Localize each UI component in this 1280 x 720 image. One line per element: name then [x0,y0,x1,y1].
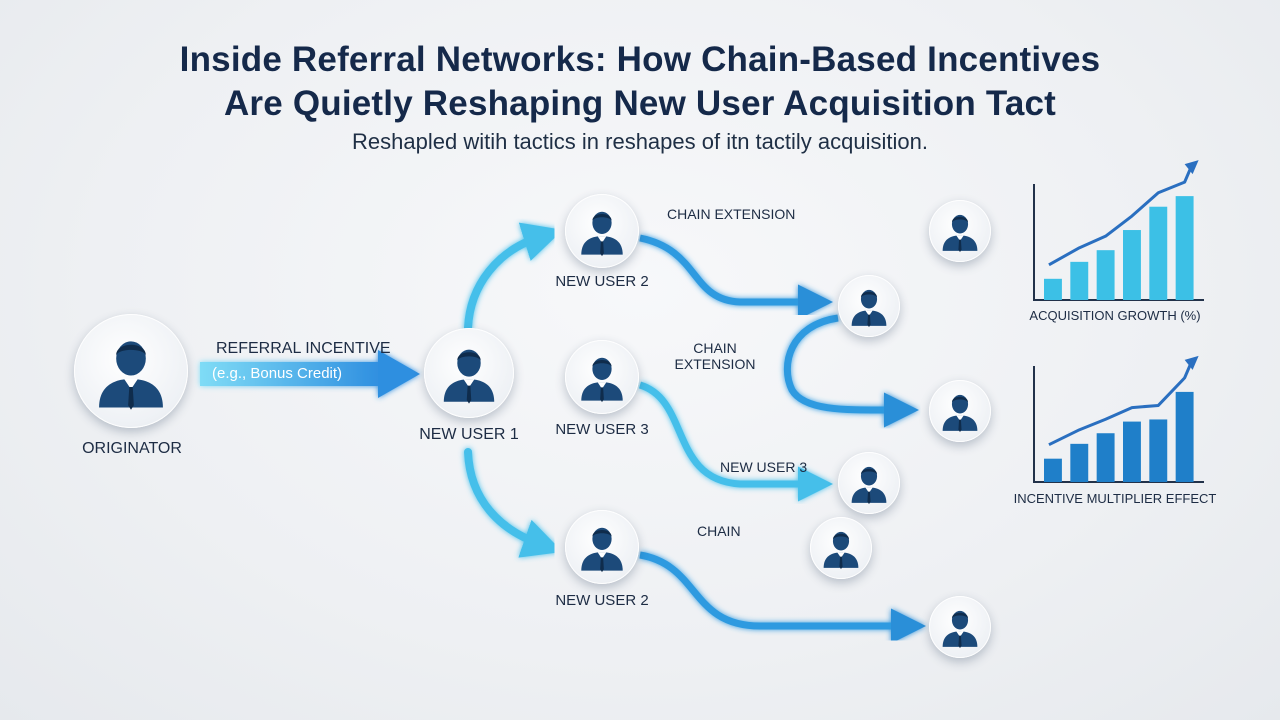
arrow-user2b-to-node-f [639,551,926,644]
new-user-2-bottom-label: NEW USER 2 [555,592,649,609]
person-icon [942,214,978,253]
person-icon [851,466,887,505]
new-user-2-top-label: NEW USER 2 [555,273,649,290]
arrow-loop-to-node-c [783,314,919,428]
chain-node-f [929,596,991,658]
person-icon [581,211,623,257]
chart-1-title: ACQUISITION GROWTH (%) [1029,308,1201,323]
chart-bar [1044,458,1062,482]
person-icon [581,527,623,573]
chart-bar [1070,443,1089,482]
page-subtitle: Reshapled witih tactics in reshapes of i… [352,129,928,154]
new-user-2-top-node [565,194,639,268]
chart-bar [1070,261,1089,300]
chart-trend-arrowhead [1184,355,1199,370]
bonus-credit-label: (e.g., Bonus Credit) [212,365,343,382]
person-icon [942,610,978,649]
person-icon [443,349,495,404]
new-user-3-node [565,340,639,414]
chain-mid-line-1: CHAIN [693,340,737,356]
new-user-1-label: NEW USER 1 [419,426,519,443]
originator-node [74,314,188,428]
chain-node-a [929,200,991,262]
arrow-user1-to-user2-bottom [464,448,563,558]
arrow-user3-to-node-d [638,381,833,502]
person-icon [942,394,978,433]
person-icon [823,531,859,570]
chart-2-title: INCENTIVE MULTIPLIER EFFECT [1013,491,1217,506]
page-title: Inside Referral Networks: How Chain-Base… [0,38,1280,126]
chart-trend-line [1048,167,1192,267]
chart-1 [1033,160,1204,301]
arrow-user1-to-user2-top [464,222,563,332]
chart-bar [1123,230,1141,300]
new-user-3-label: NEW USER 3 [555,421,649,438]
arrow-user2-to-node-b [639,234,833,320]
chart-trend-line [1048,363,1192,447]
person-icon [99,341,163,410]
originator-label: ORIGINATOR [82,440,182,457]
chain-node-d [838,452,900,514]
chain-node-e [810,517,872,579]
chain-node-b [838,275,900,337]
new-user-3-arrow-label: NEW USER 3 [720,459,808,475]
chart-bar [1123,421,1141,482]
title-line-1: Inside Referral Networks: How Chain-Base… [179,40,1101,79]
chart-trend-arrowhead [1184,160,1199,175]
chart-bar [1149,206,1168,300]
referral-incentive-label: REFERRAL INCENTIVE [216,340,391,357]
chart-2 [1033,355,1204,483]
chart-bar [1175,196,1194,300]
chain-extension-top-label: CHAIN EXTENSION [667,206,796,222]
chain-node-c [929,380,991,442]
new-user-2-bottom-node [565,510,639,584]
chart-bar [1175,391,1194,482]
chart-bar [1044,278,1062,300]
person-icon [851,289,887,328]
chart-bar [1096,250,1115,300]
chain-extension-mid-label: CHAIN EXTENSION [655,340,775,372]
new-user-1-node [424,328,514,418]
chain-mid-line-2: EXTENSION [674,356,756,372]
referral-incentive-arrow [200,350,420,398]
person-icon [581,357,623,403]
chart-bar [1149,419,1168,482]
chain-bottom-label: CHAIN [697,523,741,539]
chart-axis [1033,184,1204,301]
chart-bar [1096,433,1115,482]
chart-axis [1033,366,1204,483]
title-line-2: Are Quietly Reshaping New User Acquisiti… [223,84,1057,123]
